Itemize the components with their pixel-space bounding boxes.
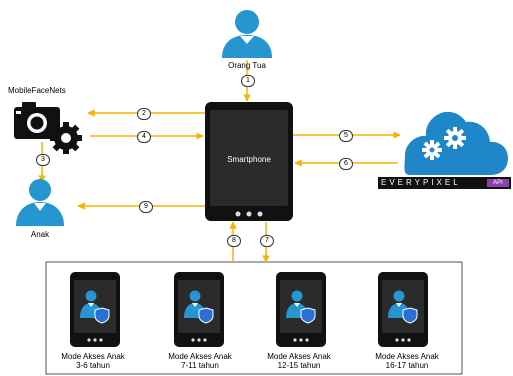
mode-label-line2: 16-17 tahun [385,361,429,370]
mode-label-3-6: Mode Akses Anak 3-6 tahun [43,352,143,370]
step-badge-3: 3 [36,154,50,166]
step-badge-5: 5 [339,130,353,142]
face-model-label: MobileFaceNets [8,86,66,95]
mode-label-16-17: Mode Akses Anak 16-17 tahun [357,352,457,370]
parent-person-icon [222,10,272,58]
step-badge-7: 7 [260,235,274,247]
camera-gear-icon [14,102,82,154]
mode-label-line1: Mode Akses Anak [375,352,439,361]
smartphone-label: Smartphone [227,155,271,164]
step-badge-9: 9 [139,201,153,213]
step-badge-4: 4 [137,131,151,143]
mode-phones [70,272,428,347]
api-badge-text: API [493,180,503,186]
mode-phone-icon [378,272,428,347]
cloud-gears-icon [404,111,508,175]
everypixel-brand-text: EVERYPIXEL [381,178,461,187]
step-badge-2: 2 [137,108,151,120]
mode-label-line1: Mode Akses Anak [61,352,125,361]
mode-phone-icon [276,272,326,347]
mode-label-line2: 3-6 tahun [76,361,110,370]
child-person-icon [16,179,64,226]
mode-label-12-15: Mode Akses Anak 12-15 tahun [249,352,349,370]
step-badge-8: 8 [227,235,241,247]
mode-label-line2: 12-15 tahun [277,361,321,370]
step-badge-1: 1 [241,75,255,87]
mode-label-line1: Mode Akses Anak [267,352,331,361]
step-badge-6: 6 [339,158,353,170]
smartphone-icon [205,102,293,221]
mode-phone-icon [174,272,224,347]
modes-container [45,261,463,375]
mode-phone-icon [70,272,120,347]
parent-label: Orang Tua [228,61,266,70]
everypixel-logo-bar [378,177,511,189]
mode-label-line2: 7-11 tahun [181,361,219,370]
mode-label-line1: Mode Akses Anak [168,352,232,361]
child-label: Anak [30,230,50,239]
mode-label-7-11: Mode Akses Anak 7-11 tahun [150,352,250,370]
